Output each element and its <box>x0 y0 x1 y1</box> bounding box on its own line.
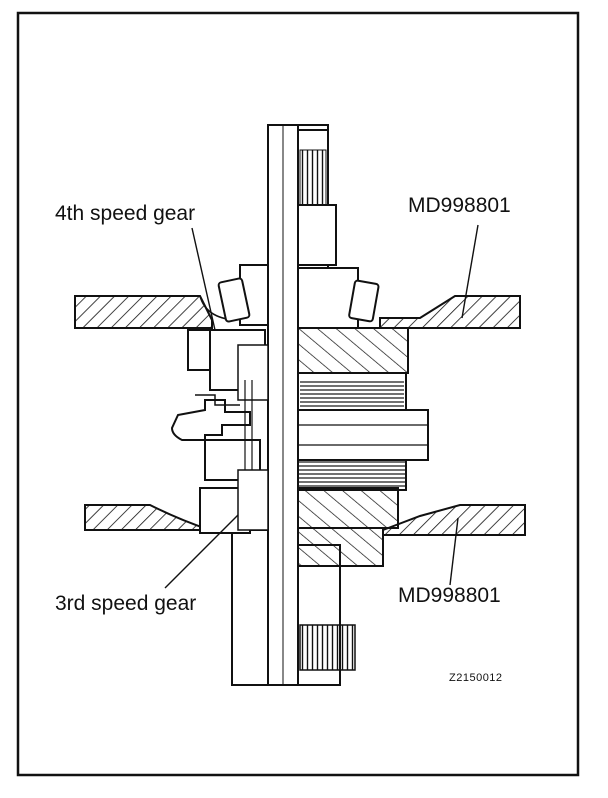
label-md998801-bottom: MD998801 <box>398 584 501 607</box>
gear-stack-right <box>297 327 429 567</box>
label-4th-speed-gear: 4th speed gear <box>55 202 195 225</box>
figure-code: Z2150012 <box>449 672 503 684</box>
leader-lines <box>164 224 479 589</box>
label-3rd-speed-gear: 3rd speed gear <box>55 592 196 615</box>
gear-assembly-left <box>170 329 269 534</box>
lower-support-plate <box>84 504 526 536</box>
figure-border <box>16 11 580 777</box>
label-md998801-top: MD998801 <box>408 194 511 217</box>
upper-bearing <box>217 264 380 329</box>
main-shaft <box>231 124 356 686</box>
